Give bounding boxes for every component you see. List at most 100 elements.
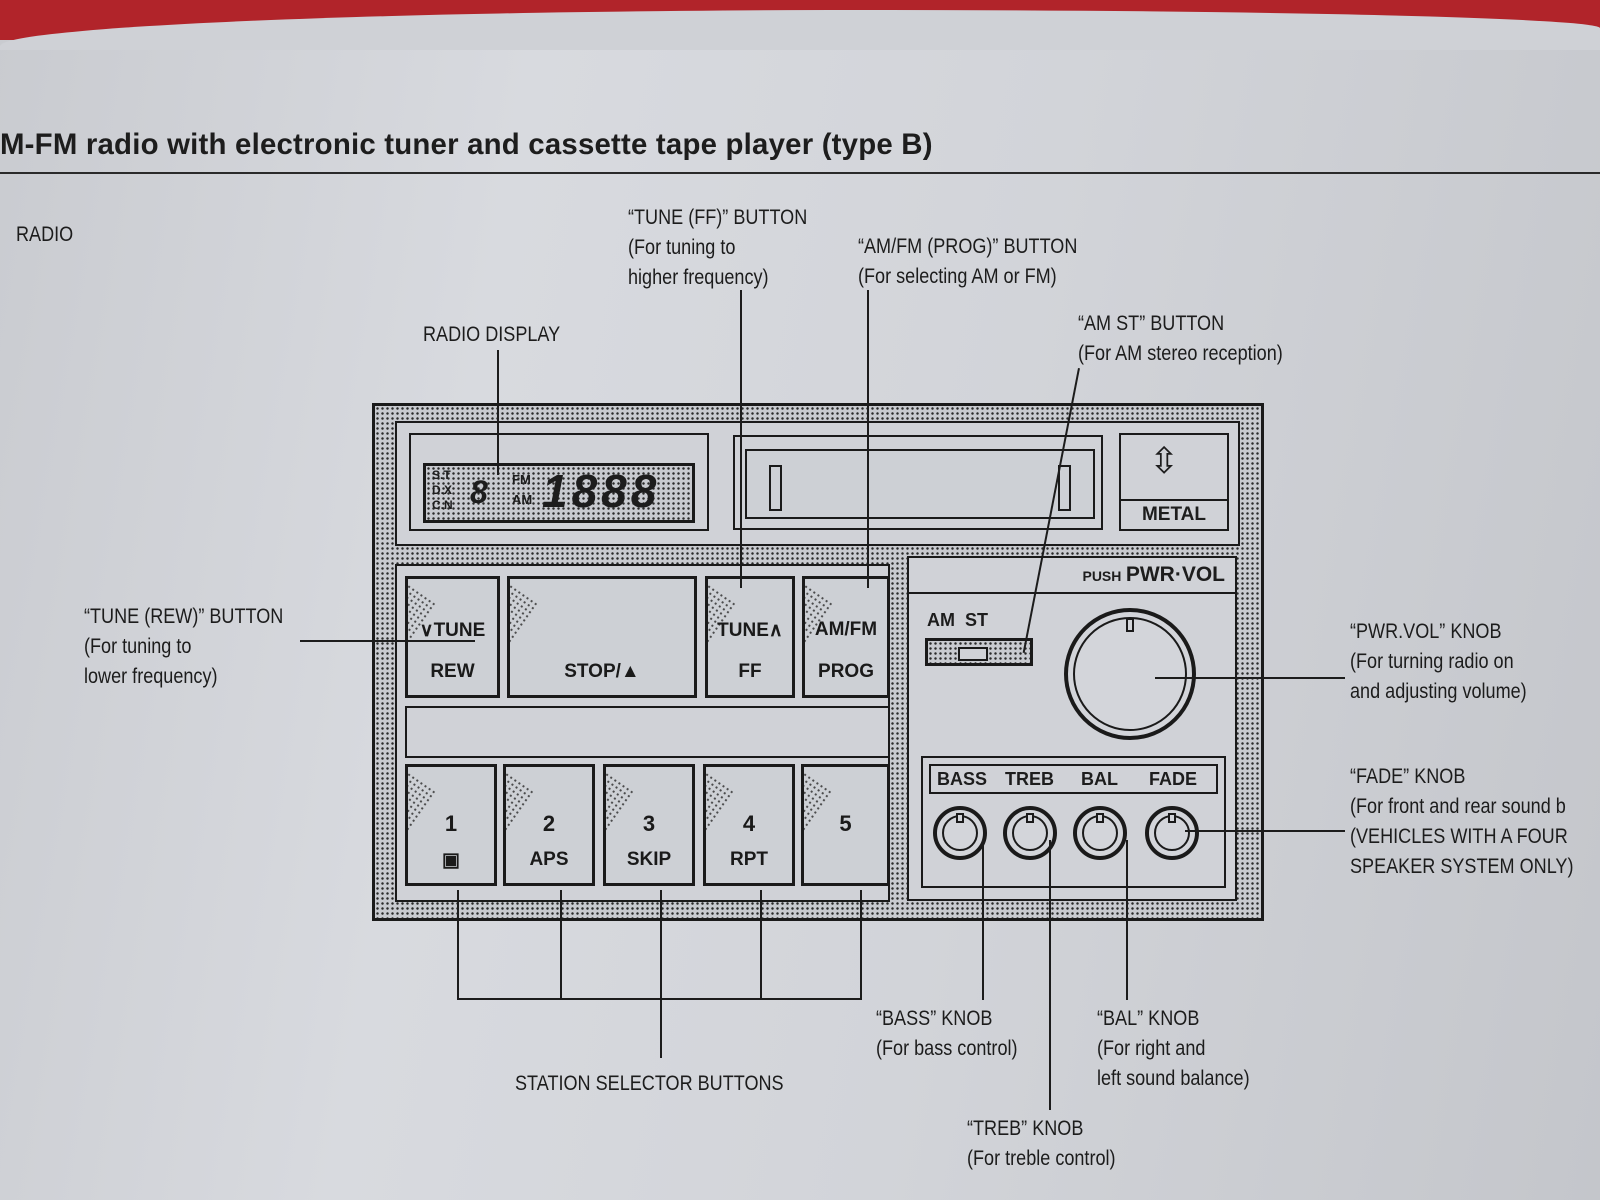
right-control-panel: PUSH PWR·VOL AM ST BASS TREB BAL FADE [907,556,1237,901]
button-label-bottom: FF [738,661,762,682]
callout-desc: (For turning radio on [1350,650,1514,673]
push-label: PUSH [1082,568,1122,584]
preset-button-3[interactable]: 3 SKIP [603,764,695,886]
callout-title: “TUNE (FF)” BUTTON [628,206,808,229]
metal-indicator: ⇳ METAL [1119,433,1229,531]
preset-sub-label: SKIP [626,849,672,870]
leader-pwr-vol [1155,677,1345,679]
am-fm-prog-button[interactable]: AM/FM PROG [802,576,890,698]
tune-rew-button[interactable]: ∨TUNE REW [405,576,500,698]
preset-number: 3 [642,811,656,836]
callout-radio-display: RADIO DISPLAY [423,320,560,350]
metal-label: METAL [1121,499,1227,529]
leader-preset-3 [660,890,662,1000]
callout-station-selector: STATION SELECTOR BUTTONS [515,1069,784,1099]
callout-title: “AM/FM (PROG)” BUTTON [858,235,1078,258]
preset-button-4[interactable]: 4 RPT [703,764,795,886]
preset-button-1[interactable]: 1 ▣ [405,764,497,886]
button-label-bottom: PROG [818,661,874,682]
callout-desc: SPEAKER SYSTEM ONLY) [1350,855,1574,878]
left-control-panel: ∨TUNE REW STOP/▲ TUNE∧ FF AM/FM PROG 1 ▣… [395,564,890,902]
leader-am-fm-prog [867,290,869,588]
bal-label: BAL [1081,769,1118,789]
bass-knob[interactable] [933,806,987,860]
eject-arrows-icon: ⇳ [1149,440,1180,481]
title-rule [0,172,1600,174]
display-indicator-dx: D.X [432,483,453,497]
display-indicator-cn: C.N [432,498,453,512]
preset-sub-label: ▣ [442,850,460,871]
display-indicator-st: S.T [432,468,451,482]
leader-treb [1049,840,1051,1110]
callout-title: “TREB” KNOB [967,1117,1084,1140]
cassette-slot[interactable] [733,435,1103,530]
preset-button-2[interactable]: 2 APS [503,764,595,886]
callout-desc: (VEHICLES WITH A FOUR [1350,825,1568,848]
cassette-guide-right [1058,465,1071,511]
pwr-vol-knob[interactable] [1064,608,1196,740]
preset-number: 2 [542,811,556,836]
callout-am-fm-prog: “AM/FM (PROG)” BUTTON (For selecting AM … [858,232,1077,292]
callout-title: STATION SELECTOR BUTTONS [515,1072,784,1095]
preset-button-5[interactable]: 5 [801,764,890,886]
callout-desc: (For tuning to [628,236,736,259]
leader-fade [1185,830,1345,832]
button-label-top: TUNE∧ [717,620,783,641]
callout-desc: (For front and rear sound b [1350,795,1566,818]
callout-title: “FADE” KNOB [1350,765,1466,788]
callout-title: “BASS” KNOB [876,1007,993,1030]
callout-tune-rew: “TUNE (REW)” BUTTON (For tuning to lower… [84,602,283,692]
cassette-door [745,449,1095,519]
stop-eject-button[interactable]: STOP/▲ [507,576,697,698]
leader-bal [1126,840,1128,1000]
leader-preset-5 [860,890,862,1000]
callout-bass: “BASS” KNOB (For bass control) [876,1004,1018,1064]
radio-unit: S.T D.X C.N 8 FM AM 1888 ⇳ METAL ∨TUNE [372,403,1264,921]
callout-desc: (For treble control) [967,1147,1116,1170]
callout-pwr-vol: “PWR.VOL” KNOB (For turning radio on and… [1350,617,1527,707]
callout-desc: (For AM stereo reception) [1078,342,1283,365]
callout-desc: higher frequency) [628,266,769,289]
leader-bass [982,840,984,1000]
callout-desc: (For right and [1097,1037,1206,1060]
callout-desc: and adjusting volume) [1350,680,1527,703]
fade-knob[interactable] [1145,806,1199,860]
pwr-vol-label: PWR·VOL [1125,563,1225,586]
callout-am-st: “AM ST” BUTTON (For AM stereo reception) [1078,309,1283,369]
manual-cover-edge [0,0,1600,50]
tape-window [405,706,890,758]
leader-preset-2 [560,890,562,1000]
leader-radio-display [497,350,499,475]
button-label-top: ∨TUNE [419,620,486,641]
am-st-button[interactable] [925,638,1033,666]
display-channel: 8 [470,474,488,510]
treb-knob[interactable] [1003,806,1057,860]
display-frequency: 1888 [542,465,661,517]
tune-ff-button[interactable]: TUNE∧ FF [705,576,795,698]
leader-preset-1 [457,890,459,1000]
bal-knob[interactable] [1073,806,1127,860]
preset-number: 5 [839,811,852,836]
preset-number: 4 [742,811,756,836]
callout-desc: (For selecting AM or FM) [858,265,1057,288]
leader-tune-rew [300,640,475,642]
display-band-fm: FM [512,472,531,487]
button-label-bottom: STOP/▲ [564,661,640,682]
cassette-guide-left [769,465,782,511]
callout-tune-ff: “TUNE (FF)” BUTTON (For tuning to higher… [628,203,807,293]
radio-display: S.T D.X C.N 8 FM AM 1888 [423,463,695,523]
callout-title: “TUNE (REW)” BUTTON [84,605,284,628]
callout-title: RADIO DISPLAY [423,323,561,346]
callout-desc: (For bass control) [876,1037,1018,1060]
tone-label-bar: BASS TREB BAL FADE [929,764,1218,794]
treb-label: TREB [1005,769,1054,789]
preset-number: 1 [444,811,458,836]
callout-desc: (For tuning to [84,635,192,658]
callout-title: “PWR.VOL” KNOB [1350,620,1502,643]
callout-fade: “FADE” KNOB (For front and rear sound b … [1350,762,1573,882]
preset-sub-label: RPT [730,849,768,870]
am-st-label: AM ST [927,610,988,630]
callout-treb: “TREB” KNOB (For treble control) [967,1114,1116,1174]
fade-label: FADE [1149,769,1198,789]
page-title: M-FM radio with electronic tuner and cas… [0,128,933,161]
